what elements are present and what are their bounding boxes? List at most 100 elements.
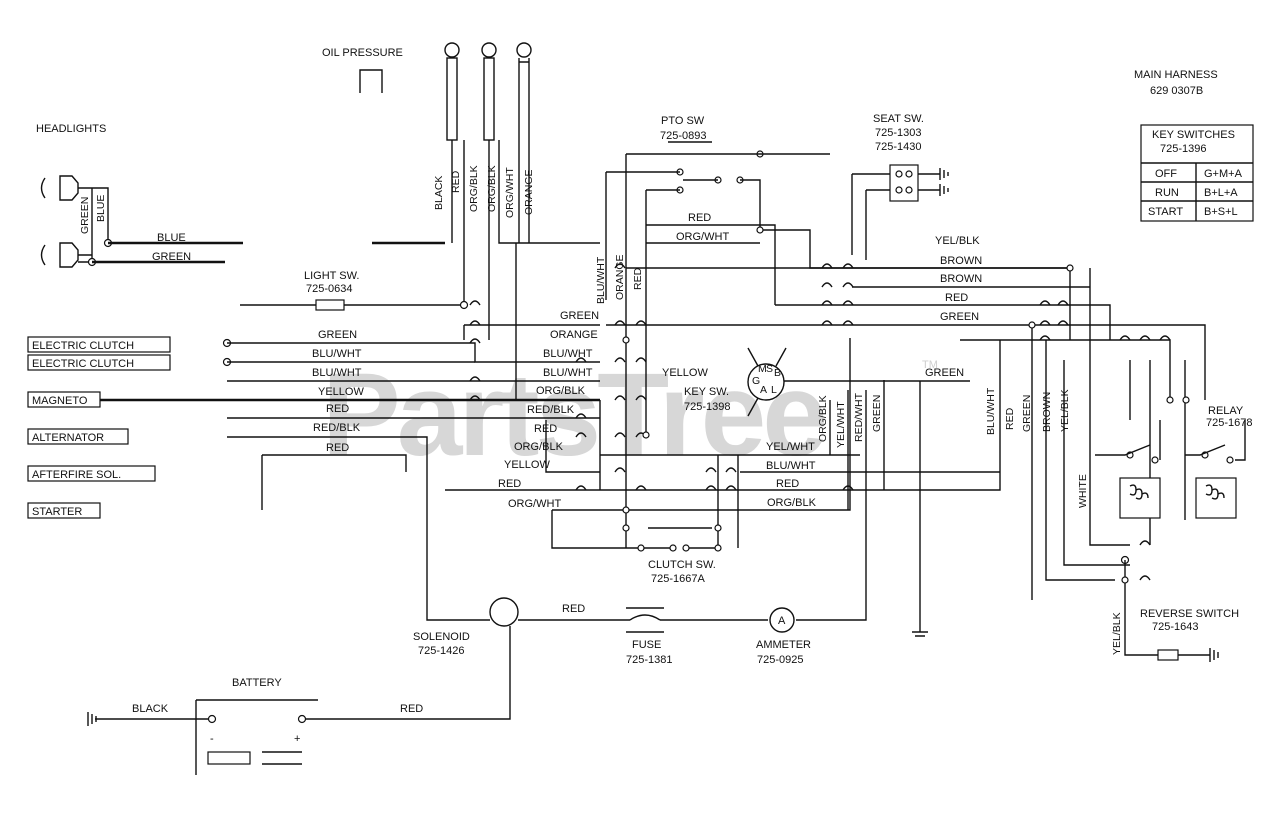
wire-brown-top2: BROWN bbox=[940, 273, 982, 285]
headlights-label: HEADLIGHTS bbox=[36, 123, 106, 135]
key-letter-g: G bbox=[752, 375, 760, 387]
wire-org-blk-h: ORG/BLK bbox=[767, 497, 817, 509]
harness-part: 629 0307B bbox=[1150, 85, 1203, 97]
wire-red-top: RED bbox=[945, 292, 968, 304]
wire-green-r: GREEN bbox=[1021, 395, 1033, 432]
key-table-contacts-run: B+L+A bbox=[1204, 187, 1238, 199]
wire-red-blk-left: RED/BLK bbox=[313, 422, 361, 434]
relay-label: RELAY bbox=[1208, 405, 1244, 417]
wire-org-blk-v2: ORG/BLK bbox=[486, 165, 498, 212]
seat-switch bbox=[851, 164, 949, 260]
fuse bbox=[629, 614, 661, 621]
top-connectors bbox=[444, 42, 532, 141]
wire-hl-blue-v: BLUE bbox=[95, 195, 107, 222]
wire-red-h: RED bbox=[776, 478, 799, 490]
relay-coil-right bbox=[1195, 477, 1237, 519]
wire-red-v-mid: RED bbox=[632, 267, 644, 290]
battery-neg: - bbox=[210, 733, 214, 745]
ground-symbol bbox=[912, 381, 928, 637]
wire-org-blk-mid: ORG/BLK bbox=[536, 385, 586, 397]
oil-pressure-label: OIL PRESSURE bbox=[322, 47, 403, 59]
wire-red-blk-mid: RED/BLK bbox=[527, 404, 575, 416]
seat-sw-label: SEAT SW. bbox=[873, 113, 924, 125]
wire-blu-wht-h: BLU/WHT bbox=[766, 460, 816, 472]
relay-part: 725-1678 bbox=[1206, 417, 1253, 429]
wire-brown-top: BROWN bbox=[940, 255, 982, 267]
wire-white-r: WHITE bbox=[1077, 474, 1089, 508]
terminal-alternator-label: ALTERNATOR bbox=[32, 432, 104, 444]
terminal-afterfire-label: AFTERFIRE SOL. bbox=[32, 469, 121, 481]
terminal-starter-label: STARTER bbox=[32, 506, 82, 518]
wire-red-batt: RED bbox=[400, 703, 423, 715]
fuse-label: FUSE bbox=[632, 639, 661, 651]
wire-red-v: RED bbox=[450, 170, 462, 193]
seat-sw-part2: 725-1430 bbox=[875, 141, 922, 153]
wire-green-keysw: GREEN bbox=[925, 367, 964, 379]
battery-cell-neg bbox=[207, 751, 251, 765]
battery-outline bbox=[195, 699, 318, 775]
wire-yellow-left: YELLOW bbox=[318, 386, 364, 398]
key-table-title: KEY SWITCHES bbox=[1152, 129, 1235, 141]
watermark-tm: TM bbox=[922, 359, 938, 371]
wire-org-blk-mid2: ORG/BLK bbox=[514, 441, 564, 453]
wire-blu-wht-mid2: BLU/WHT bbox=[543, 367, 593, 379]
wire-red-left: RED bbox=[326, 403, 349, 415]
pto-switch bbox=[606, 150, 830, 230]
harness-title: MAIN HARNESS bbox=[1134, 69, 1218, 81]
key-switch: M S B G A L bbox=[747, 347, 787, 417]
ammeter-symbol: A bbox=[778, 615, 786, 627]
fuse-part: 725-1381 bbox=[626, 654, 673, 666]
wire-yellow-mid: YELLOW bbox=[662, 367, 708, 379]
clutch-sw-part: 725-1667A bbox=[651, 573, 705, 585]
key-table-contacts-start: B+S+L bbox=[1204, 206, 1238, 218]
terminal-magneto-label: MAGNETO bbox=[32, 395, 88, 407]
terminal-electric-clutch-2 bbox=[27, 354, 171, 371]
wire-black-batt: BLACK bbox=[132, 703, 169, 715]
wire-blu-wht-mid1: BLU/WHT bbox=[543, 348, 593, 360]
headlight-upper bbox=[40, 175, 79, 201]
terminal-starter bbox=[27, 502, 101, 519]
key-table-part: 725-1396 bbox=[1160, 143, 1207, 155]
wire-crossovers bbox=[469, 263, 1171, 581]
wire-red-fuse: RED bbox=[562, 603, 585, 615]
key-table-pos-off: OFF bbox=[1155, 168, 1177, 180]
wire-org-blk-ks-v: ORG/BLK bbox=[817, 395, 829, 442]
wire-org-blk-v: ORG/BLK bbox=[468, 165, 480, 212]
solenoid bbox=[489, 597, 519, 627]
key-switch-table: KEY SWITCHES 725-1396 OFF G+M+A RUN B+L+… bbox=[1140, 124, 1254, 222]
wire-yellow-low: YELLOW bbox=[504, 459, 550, 471]
wire-yel-blk-top: YEL/BLK bbox=[935, 235, 980, 247]
wire-hl-green-v: GREEN bbox=[79, 197, 91, 234]
wire-red-low: RED bbox=[498, 478, 521, 490]
pto-sw-part: 725-0893 bbox=[660, 130, 707, 142]
clutch-switch bbox=[622, 524, 722, 552]
key-letter-b: B bbox=[774, 367, 781, 379]
key-sw-label: KEY SW. bbox=[684, 386, 729, 398]
terminal-afterfire bbox=[27, 465, 156, 482]
key-letter-s: S bbox=[766, 363, 773, 375]
oil-pressure-sender bbox=[359, 69, 383, 93]
battery-label: BATTERY bbox=[232, 677, 282, 689]
reverse-switch-label: REVERSE SWITCH bbox=[1140, 608, 1239, 620]
ammeter-part: 725-0925 bbox=[757, 654, 804, 666]
right-harness-wires bbox=[606, 229, 1206, 600]
reverse-switch bbox=[1157, 649, 1179, 661]
key-table-pos-start: START bbox=[1148, 206, 1183, 218]
wire-blu-wht-r: BLU/WHT bbox=[985, 387, 997, 435]
terminal-electric-clutch-2-label: ELECTRIC CLUTCH bbox=[32, 358, 134, 370]
wire-yel-wht-ks-v: YEL/WHT bbox=[835, 401, 847, 448]
relay-coil-left bbox=[1119, 477, 1161, 519]
battery-pos: + bbox=[294, 733, 300, 745]
wire-junctions bbox=[622, 226, 1129, 584]
wire-green-label: GREEN bbox=[152, 251, 191, 263]
wire-green-ks-v: GREEN bbox=[871, 395, 883, 432]
wire-blu-wht-v-mid: BLU/WHT bbox=[595, 256, 607, 304]
key-sw-part: 725-1398 bbox=[684, 401, 731, 413]
wire-red-wht-ks-v: RED/WHT bbox=[853, 392, 865, 442]
wire-red-mid: RED bbox=[534, 423, 557, 435]
ammeter bbox=[769, 607, 795, 633]
light-sw-part: 725-0634 bbox=[306, 283, 353, 295]
wire-orange-v-mid: ORANGE bbox=[614, 254, 626, 300]
wire-yel-wht-h: YEL/WHT bbox=[766, 441, 815, 453]
